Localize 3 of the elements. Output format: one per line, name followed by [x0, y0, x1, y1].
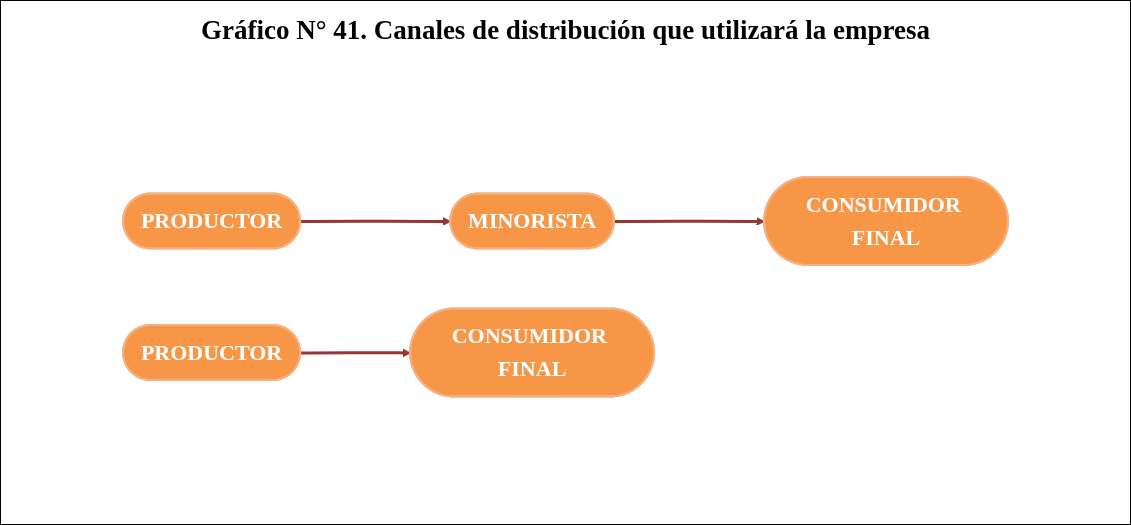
arrow	[614, 217, 765, 227]
arrow	[300, 348, 411, 358]
diagram-title: Gráfico N° 41. Canales de distribución que utilizará la empresa	[201, 15, 930, 46]
